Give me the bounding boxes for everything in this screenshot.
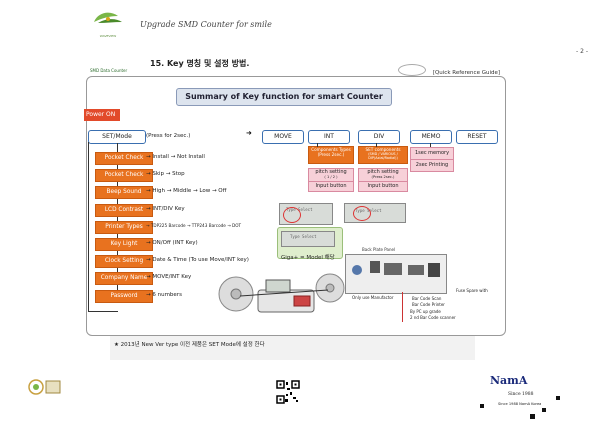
back-label-3: Bar Code Printer	[412, 302, 445, 307]
menu-desc-6: → ON/Off (INT Key)	[146, 240, 198, 246]
menu-desc-9: → 6 numbers	[146, 292, 182, 298]
lcd-screen-c: Type Select	[281, 231, 335, 247]
div-components-sub: (SMD / VARIOUS / DIP(Axial/Radial))	[368, 152, 398, 160]
back-label-2: Bar Code Scan	[412, 296, 442, 301]
div-pitch-label: pitch setting	[367, 169, 399, 175]
int-pitch-box: pitch setting ( 1 / 2 )	[308, 168, 354, 182]
menu-password[interactable]: Password	[95, 290, 153, 303]
arrow-right-icon: ➜	[246, 129, 252, 137]
qr-code-icon	[276, 380, 300, 404]
menu-lcd-contrast[interactable]: LCD Contrast	[95, 204, 153, 217]
port-icon	[428, 263, 440, 277]
menu-desc-1: → Install → Not Install	[146, 154, 205, 160]
footer-logo	[28, 376, 62, 398]
lcd-screen-a: Type Select	[279, 203, 333, 225]
menu-desc-7: → Date & Time (To use Move/INT key)	[146, 257, 249, 263]
div-components-box: SET components (SMD / VARIOUS / DIP(Axia…	[358, 146, 408, 164]
menu-desc-8: → MOVE/INT Key	[146, 274, 192, 280]
menu-desc-4: → INT/DIV Key	[146, 206, 185, 212]
since-small-label: Since 1988 NamA Korea	[498, 402, 542, 406]
int-input-button: Input button	[308, 181, 354, 192]
note-bar	[110, 336, 475, 360]
port-icon	[352, 265, 362, 275]
brand-logo: NamA	[490, 374, 528, 387]
device-illustration	[210, 268, 360, 318]
div-pitch-box: pitch setting (Press 2sec.)	[358, 168, 408, 182]
set-mode-key[interactable]: SET/Mode	[88, 130, 146, 144]
lcd-text-c: Type Select	[290, 234, 317, 239]
menu-clock-setting[interactable]: Clock Setting	[95, 255, 153, 268]
decor-square	[530, 414, 535, 419]
port-icon	[370, 261, 380, 273]
int-pitch-label: pitch setting	[315, 169, 347, 175]
back-panel-title: Back Plate Panel	[362, 247, 396, 252]
note-text: ★ 2013년 New Ver type 이전 제품은 SET Mode에 설정…	[114, 342, 265, 348]
menu-printer-types[interactable]: Printer Types	[95, 221, 153, 234]
lcd-screen-b: Type Select	[344, 203, 406, 223]
div-components-title: SET components	[365, 147, 401, 152]
header-logo-text: WAVEVIEW	[99, 34, 117, 38]
highlight-circle-icon	[353, 206, 371, 221]
decor-square	[556, 396, 560, 400]
callout-line	[402, 292, 403, 322]
decor-square	[480, 404, 484, 408]
menu-desc-3: → High → Middle → Low → Off	[146, 188, 227, 194]
div-input-button: Input button	[358, 181, 408, 192]
return-line	[88, 311, 118, 312]
connector-line	[430, 143, 431, 147]
back-label-4: By PC up grade	[410, 309, 441, 314]
set-mode-note: (Press for 2sec.)	[146, 133, 191, 139]
menu-connector-line	[117, 143, 118, 296]
menu-pocket-check-2[interactable]: Pocket Check	[95, 169, 153, 182]
menu-key-light[interactable]: Key Light	[95, 238, 153, 251]
menu-desc-2: → Skip → Stop	[146, 171, 185, 177]
sub-logo: SMD Data Counter	[90, 68, 128, 73]
back-label-1: Only use Manufactor	[352, 295, 394, 300]
since-label: Since 1988	[508, 392, 534, 397]
port-icon	[384, 263, 402, 275]
header-title: Upgrade SMD Counter for smile	[140, 20, 272, 29]
guide-oval-icon	[398, 64, 426, 76]
header-logo: WAVEVIEW	[88, 8, 128, 38]
back-panel	[345, 254, 447, 294]
int-pitch-sub: ( 1 / 2 )	[324, 175, 338, 179]
section-title: 15. Key 명칭 및 설정 방법.	[150, 59, 250, 68]
int-components-title: Components Types	[311, 147, 351, 152]
key-reset[interactable]: RESET	[456, 130, 498, 144]
page-number: - 2 -	[576, 48, 588, 55]
menu-company-name[interactable]: Company Name	[95, 272, 153, 285]
quick-reference-label: [Quick Reference Guide]	[432, 70, 500, 76]
memo-item-2: 2sec Printing	[410, 159, 454, 172]
power-on-label: Power ON	[84, 109, 120, 121]
return-line	[88, 142, 89, 312]
menu-desc-5: → TDP225 Barcode → TTP243 Barcode → DOT	[146, 223, 242, 228]
menu-pocket-check-1[interactable]: Pocket Check	[95, 152, 153, 165]
key-int[interactable]: INT	[308, 130, 350, 144]
int-components-sub: (Press 2sec.)	[317, 152, 345, 157]
back-label-5: 2 nd Bar Code scanner	[410, 315, 456, 320]
int-components-box: Components Types (Press 2sec.)	[308, 146, 354, 164]
decor-square	[542, 408, 546, 412]
key-memo[interactable]: MEMO	[410, 130, 452, 144]
connector-line	[376, 143, 377, 147]
key-move[interactable]: MOVE	[262, 130, 304, 144]
port-icon	[408, 265, 424, 275]
giga-panel: Type Select	[277, 227, 343, 259]
key-div[interactable]: DIV	[358, 130, 400, 144]
menu-beep-sound[interactable]: Beep Sound	[95, 186, 153, 199]
highlight-circle-icon	[283, 207, 301, 223]
giga-label: Giga+ = Model 해당	[281, 255, 335, 261]
back-label-6: Fuse Spare with	[456, 288, 488, 293]
div-pitch-sub: (Press 2sec.)	[371, 175, 395, 179]
banner-title: Summary of Key function for smart Counte…	[176, 88, 392, 106]
connector-line	[317, 143, 318, 147]
